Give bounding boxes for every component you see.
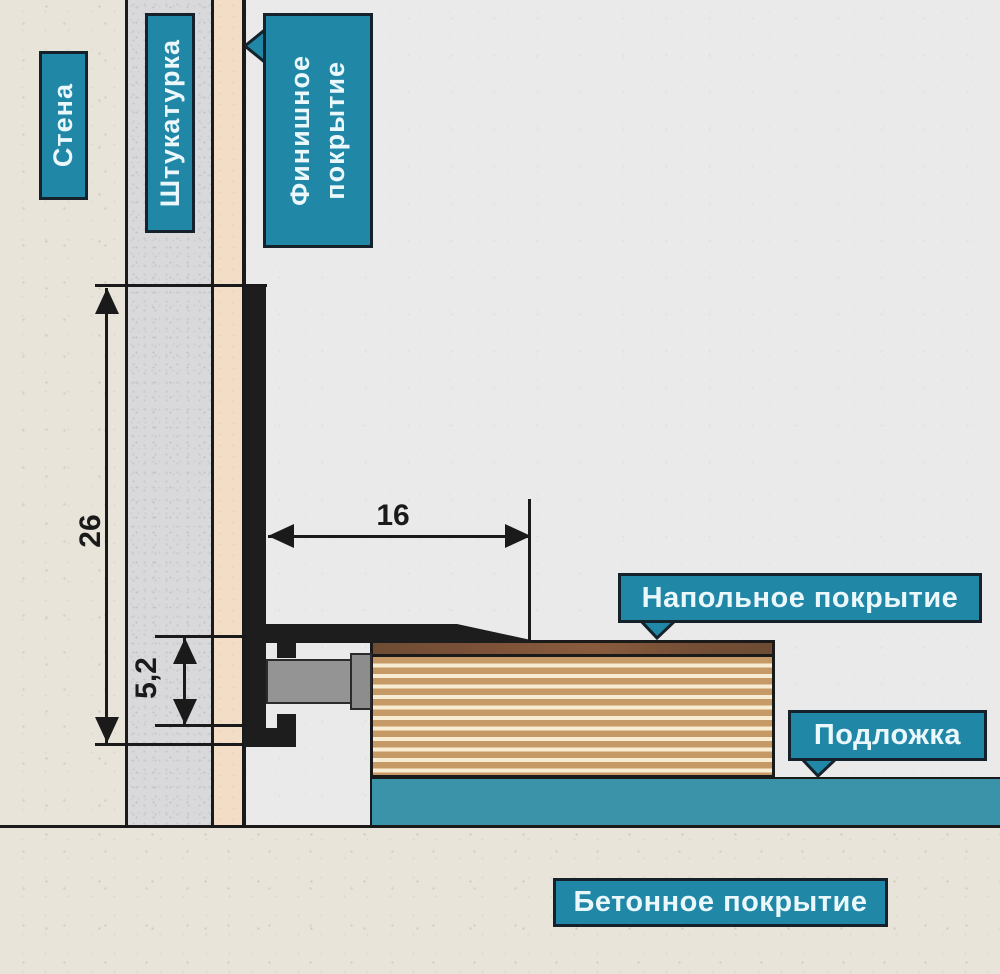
underlay-label: Подложка <box>813 719 962 751</box>
dim-16-extension-line <box>528 499 531 641</box>
skirting-profile-bar <box>244 287 266 747</box>
underlay-layer <box>370 777 1000 827</box>
floor-covering-top-band <box>373 643 772 657</box>
dim-16-arrow-left-icon <box>268 524 294 548</box>
wall-plaster-boundary-line <box>125 0 128 825</box>
skirting-profile-arm <box>244 624 531 643</box>
floor-covering <box>370 640 775 778</box>
concrete-label: Бетонное покрытие <box>573 886 868 918</box>
floor-covering-callout-tail-icon <box>638 620 678 640</box>
dim-16-value: 16 <box>376 499 410 532</box>
plaster-label: Штукатурка <box>154 38 185 208</box>
dim-16-arrow-right-icon <box>505 524 531 548</box>
underlay-callout-tail-icon <box>799 758 839 778</box>
dim-26-extension-top <box>95 284 267 287</box>
finish-coating-callout-tail-icon <box>245 28 267 64</box>
dim-52-extension-top <box>155 635 246 638</box>
dim-26-value: 26 <box>74 514 107 548</box>
dim-26-extension-bottom <box>95 743 244 746</box>
finish-coat-layer <box>214 0 242 825</box>
dim-16-line <box>268 535 531 538</box>
dim-52-line <box>183 638 186 725</box>
plaster-finish-boundary-line <box>211 0 214 825</box>
dim-26-arrow-down-icon <box>95 717 119 743</box>
wall-label: Стена <box>48 83 78 168</box>
callout-floor-covering: Напольное покрытие <box>618 573 982 623</box>
mounting-clip-end-cap <box>350 653 372 710</box>
concrete-layer <box>0 828 1000 974</box>
callout-plaster: Штукатурка <box>145 13 195 233</box>
dim-52-arrow-down-icon <box>173 699 197 725</box>
mounting-clip <box>266 659 352 704</box>
callout-finish-coating: Финишное покрытие <box>263 13 373 248</box>
dim-26-line <box>105 288 108 743</box>
skirting-profile-hook-foot <box>266 728 296 747</box>
skirting-profile-tab <box>277 641 296 658</box>
finish-coating-label-line2: покрытие <box>320 61 350 200</box>
dim-26-arrow-up-icon <box>95 288 119 314</box>
dim-52-extension-bottom <box>155 724 246 727</box>
floor-surface-line <box>0 825 1000 828</box>
callout-concrete: Бетонное покрытие <box>553 878 888 927</box>
dim-52-value: 5,2 <box>130 657 163 699</box>
floor-covering-planks <box>373 657 772 775</box>
callout-underlay: Подложка <box>788 710 987 761</box>
dim-52-arrow-up-icon <box>173 638 197 664</box>
floor-covering-label: Напольное покрытие <box>641 581 959 614</box>
callout-wall: Стена <box>39 51 88 200</box>
finish-coating-label-line1: Финишное <box>285 55 315 206</box>
